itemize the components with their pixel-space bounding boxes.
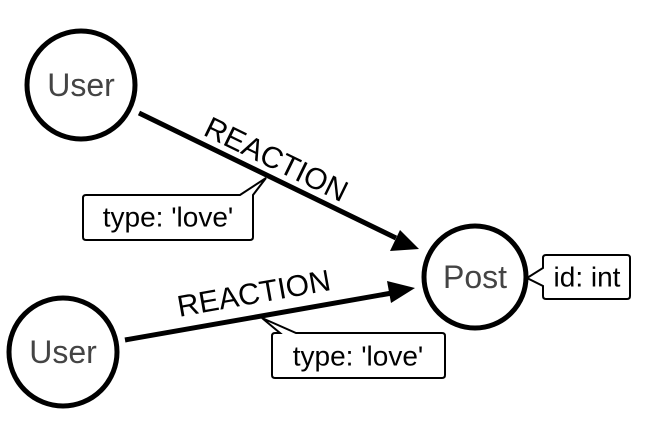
edge-bottom-line xyxy=(124,290,393,343)
node-post-label: Post xyxy=(443,259,507,295)
edge-top-line xyxy=(137,110,398,241)
post-property-callout: id: int xyxy=(524,254,631,300)
node-user-top-label: User xyxy=(47,67,115,103)
node-user-top-circle xyxy=(24,28,138,142)
node-user-bottom[interactable]: User xyxy=(6,295,120,409)
node-post-circle xyxy=(421,223,529,331)
edge-top-property-callout: type: 'love' xyxy=(82,177,267,241)
edge-top-property-box xyxy=(82,177,267,241)
edge-bottom-arrowhead xyxy=(387,281,415,303)
node-user-top[interactable]: User xyxy=(24,28,138,142)
edge-top-property-text: type: 'love' xyxy=(103,202,234,233)
post-property-box xyxy=(524,254,631,300)
edge-bottom-reaction: REACTION xyxy=(124,264,415,343)
node-post[interactable]: Post xyxy=(421,223,529,331)
edge-bottom-property-text: type: 'love' xyxy=(293,341,424,372)
edge-bottom-property-box xyxy=(261,317,446,379)
edge-bottom-property-callout: type: 'love' xyxy=(261,317,446,379)
node-user-bottom-circle xyxy=(6,295,120,409)
post-property-text: id: int xyxy=(554,262,621,293)
edge-top-arrowhead xyxy=(390,230,419,251)
node-user-bottom-label: User xyxy=(29,334,97,370)
